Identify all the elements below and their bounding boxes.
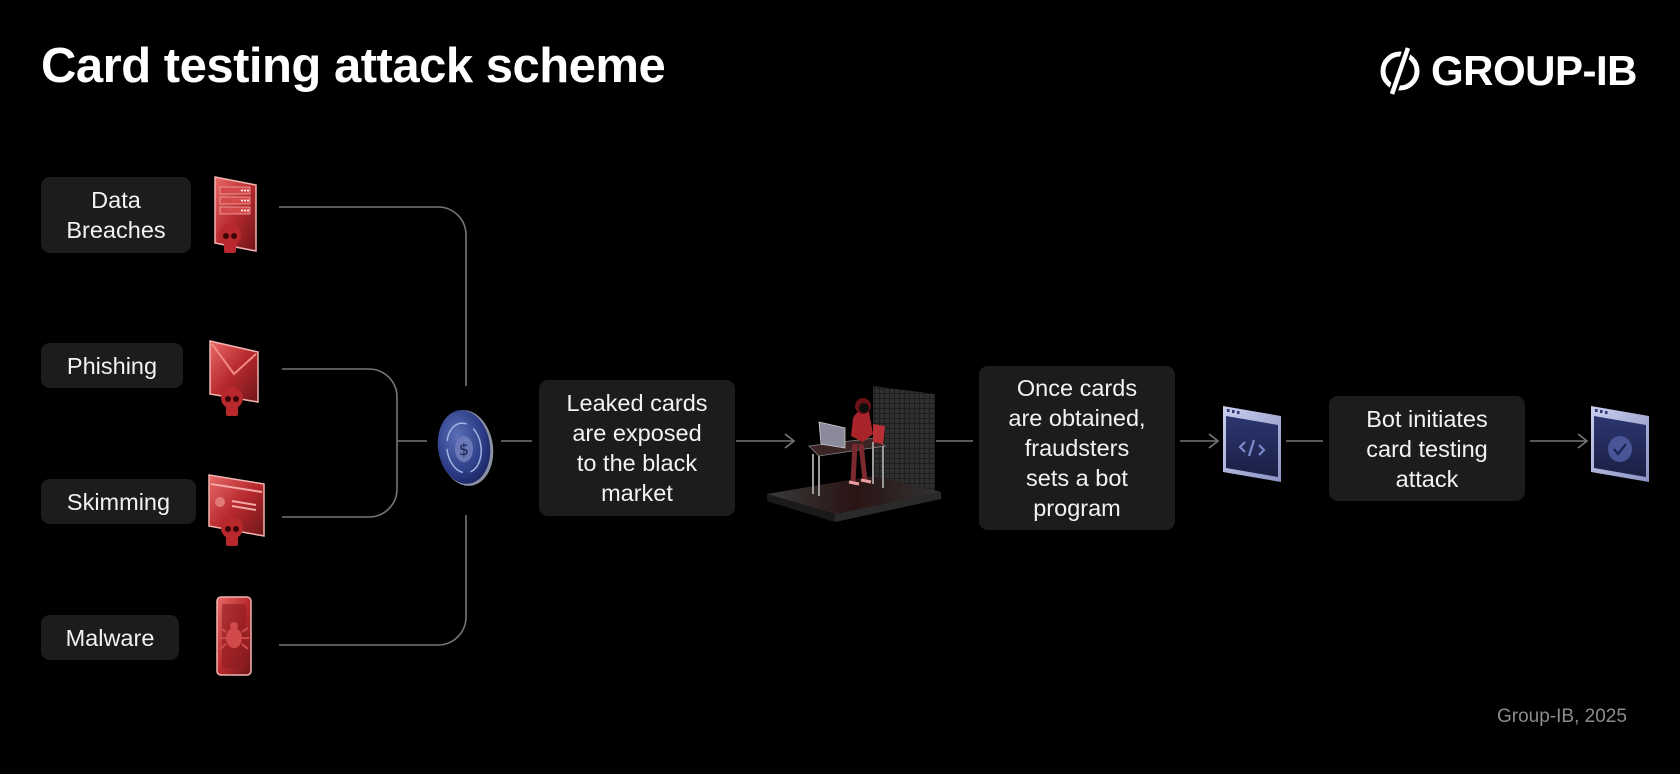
source-label: Phishing bbox=[66, 352, 158, 379]
source-label: Skimming bbox=[66, 488, 171, 515]
phone-bug-icon bbox=[216, 596, 252, 676]
server-skull-icon bbox=[214, 176, 257, 253]
source-phishing: Phishing bbox=[41, 343, 183, 388]
footer-credit: Group-IB, 2025 bbox=[1497, 706, 1627, 727]
source-label: Malware bbox=[65, 624, 155, 651]
group-ib-logo-icon bbox=[1380, 45, 1420, 97]
source-malware: Malware bbox=[41, 615, 179, 660]
source-label: Data Breaches bbox=[66, 187, 166, 243]
svg-text:$: $ bbox=[459, 440, 469, 459]
step-bot-initiates: Bot initiates card testing attack bbox=[1329, 396, 1525, 501]
hacker-at-desk-illustration bbox=[767, 386, 941, 522]
step-once-cards-obtained: Once cards are obtained, fraudsters sets… bbox=[979, 366, 1175, 530]
check-window-icon bbox=[1591, 406, 1649, 482]
page-title: Card testing attack scheme bbox=[41, 39, 666, 93]
group-ib-logo: GROUP-IB bbox=[1377, 45, 1638, 97]
source-skimming: Skimming bbox=[41, 479, 196, 524]
step-leaked-cards: Leaked cards are exposed to the black ma… bbox=[539, 380, 735, 516]
step-label: Once cards are obtained, fraudsters sets… bbox=[1008, 375, 1146, 521]
source-data-breaches: Data Breaches bbox=[41, 177, 191, 253]
step-label: Leaked cards are exposed to the black ma… bbox=[566, 390, 708, 506]
card-skull-icon bbox=[208, 474, 265, 546]
step-label: Bot initiates card testing attack bbox=[1366, 405, 1488, 492]
code-window-icon bbox=[1223, 406, 1281, 482]
envelope-skull-icon bbox=[209, 340, 259, 416]
logo-text: GROUP-IB bbox=[1431, 47, 1638, 94]
dollar-exchange-coin-icon: $ bbox=[437, 410, 494, 486]
